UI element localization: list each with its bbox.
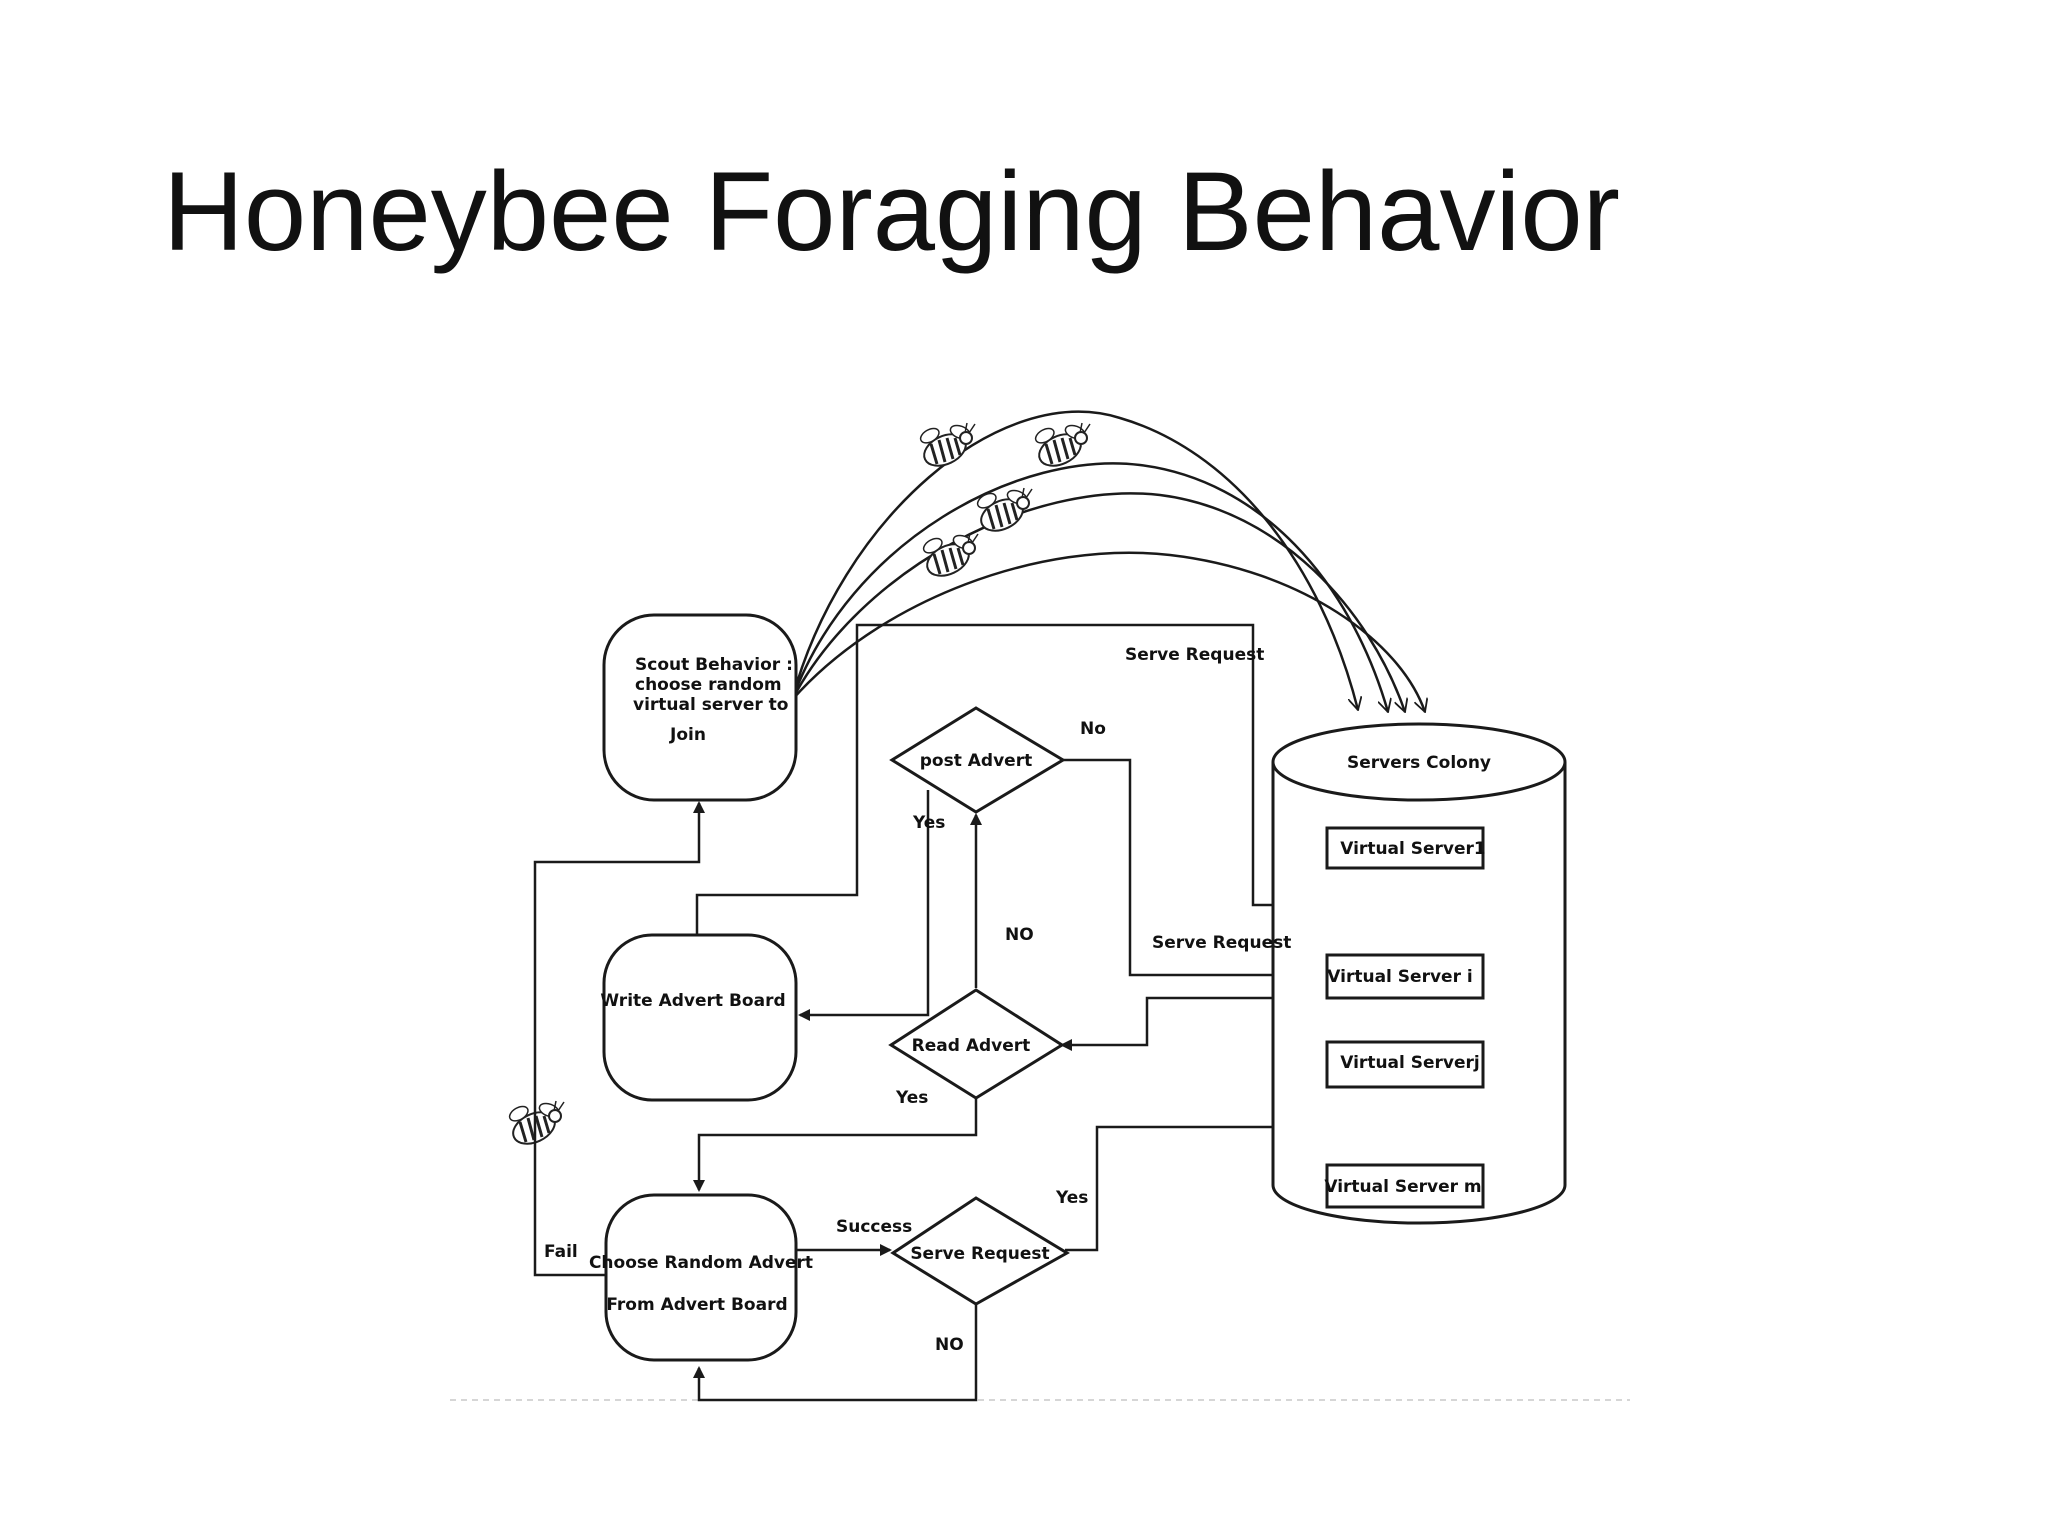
virtual-server-i-box: Virtual Server i xyxy=(1325,953,1485,1000)
choose-random-advert-line2: From Advert Board xyxy=(606,1295,787,1315)
scout-behavior-line2: choose random xyxy=(635,675,782,695)
scout-flight-arcs xyxy=(790,410,1425,712)
edge-label-serve-request-mid: Serve Request xyxy=(1152,933,1291,953)
virtual-server-1-box: Virtual Server1 xyxy=(1325,826,1486,870)
virtual-server-m-label: Virtual Server m xyxy=(1324,1177,1481,1197)
edge-label-post-yes: Yes xyxy=(912,813,945,833)
virtual-server-m-box: Virtual Server m xyxy=(1324,1163,1485,1209)
edge-label-serve-request-top: Serve Request xyxy=(1125,645,1264,665)
servers-colony-title: Servers Colony xyxy=(1347,753,1491,773)
edge-label-success: Success xyxy=(836,1217,912,1237)
choose-random-advert-box: Choose Random Advert From Advert Board xyxy=(589,1193,813,1362)
scout-behavior-line3: virtual server to xyxy=(633,695,789,715)
edge-label-read-yes: Yes xyxy=(895,1088,928,1108)
edge-label-serve-yes: Yes xyxy=(1055,1188,1088,1208)
edge-label-post-no: No xyxy=(1080,719,1106,739)
edge-labels: Serve Request Serve Request No Yes NO Ye… xyxy=(544,645,1291,1355)
slide-title: Honeybee Foraging Behavior xyxy=(163,149,1620,274)
read-advert-decision: Read Advert xyxy=(888,988,1065,1100)
write-advert-board-label: Write Advert Board xyxy=(600,991,785,1011)
scout-behavior-box: Scout Behavior : choose random virtual s… xyxy=(602,613,798,802)
serve-request-decision-label: Serve Request xyxy=(910,1244,1049,1264)
bee-icon xyxy=(919,531,980,584)
edge-label-read-no: NO xyxy=(1005,925,1034,945)
write-advert-board-box: Write Advert Board xyxy=(600,933,798,1102)
virtual-server-j-box: Virtual Serverj xyxy=(1325,1040,1485,1089)
bee-icon xyxy=(973,486,1034,539)
choose-random-advert-line1: Choose Random Advert xyxy=(589,1253,813,1273)
post-advert-decision: post Advert xyxy=(889,706,1066,814)
virtual-server-1-label: Virtual Server1 xyxy=(1340,839,1486,859)
post-advert-label: post Advert xyxy=(920,751,1032,771)
virtual-server-j-label: Virtual Serverj xyxy=(1340,1053,1480,1073)
serve-request-decision: Serve Request xyxy=(890,1196,1070,1306)
scout-behavior-line1: Scout Behavior : xyxy=(635,655,793,675)
scout-behavior-line4: Join xyxy=(669,725,706,745)
virtual-server-i-label: Virtual Server i xyxy=(1327,967,1472,987)
edge-label-fail: Fail xyxy=(544,1242,578,1262)
edge-label-serve-no: NO xyxy=(935,1335,964,1355)
bee-icon xyxy=(916,421,977,474)
read-advert-label: Read Advert xyxy=(912,1036,1031,1056)
